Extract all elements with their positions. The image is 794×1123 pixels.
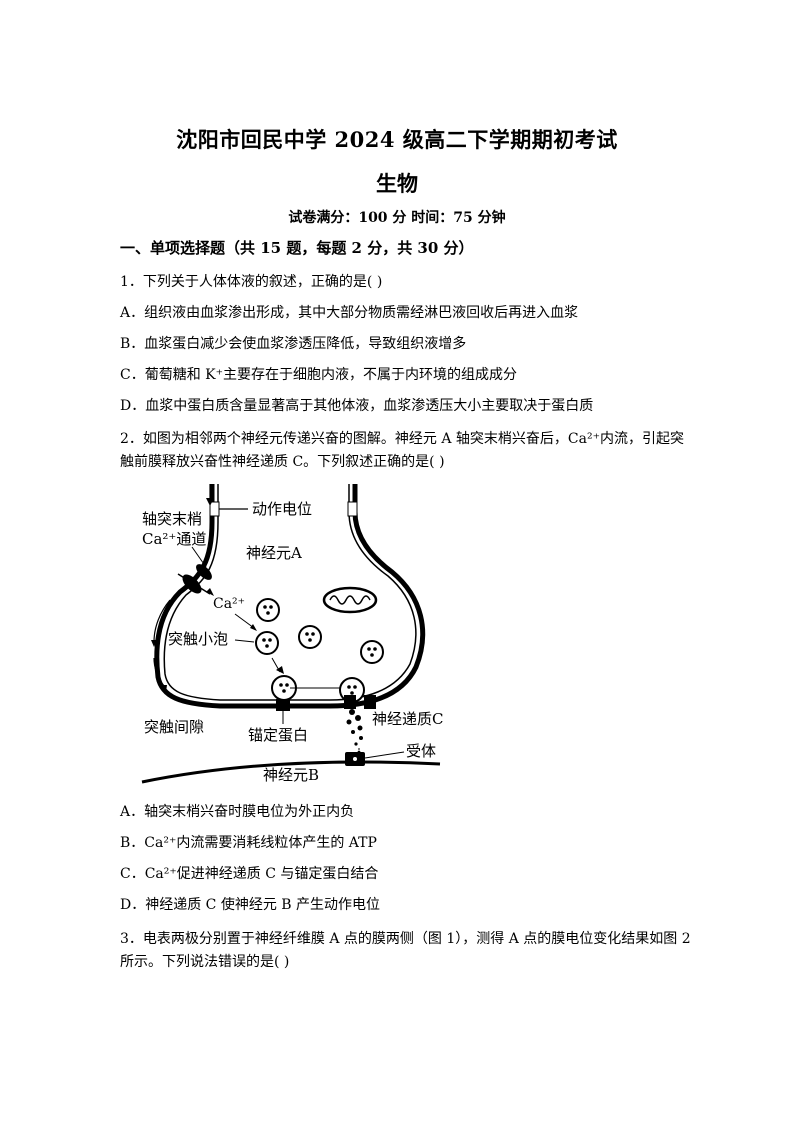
q1-option-c: C．葡萄糖和 K⁺主要存在于细胞内液，不属于内环境的组成成分 (120, 367, 518, 383)
label-neuron-a: 神经元A (246, 544, 302, 562)
transmitter-dots (346, 709, 363, 754)
q2-stem-line2: 触前膜释放兴奋性神经递质 C。下列叙述正确的是( ) (120, 454, 445, 470)
neuron-a-membrane (154, 484, 426, 709)
q2-option-d: D．神经递质 C 使神经元 B 产生动作电位 (120, 897, 381, 913)
q3-stem-line2: 所示。下列说法错误的是( ) (120, 954, 290, 970)
label-anchor-protein: 锚定蛋白 (248, 726, 308, 744)
label-ca-ion: Ca²⁺ (213, 596, 245, 612)
label-vesicle: 突触小泡 (168, 630, 228, 648)
q3-stem-line1: 3．电表两极分别置于神经纤维膜 A 点的膜两侧（图 1），测得 A 点的膜电位变… (120, 931, 691, 947)
q1-stem: 1．下列关于人体体液的叙述，正确的是( ) (120, 274, 383, 290)
exam-meta: 试卷满分：100 分 时间：75 分钟 (288, 210, 506, 226)
label-transmitter: 神经递质C (372, 710, 443, 728)
q1-option-a: A．组织液由血浆渗出形成，其中大部分物质需经淋巴液回收后再进入血浆 (120, 305, 579, 321)
label-ca-channel: Ca²⁺通道 (142, 530, 206, 548)
label-receptor: 受体 (406, 742, 436, 760)
q1-option-b: B．血浆蛋白减少会使血浆渗透压降低，导致组织液增多 (120, 336, 467, 352)
q2-option-c: C．Ca²⁺促进神经递质 C 与锚定蛋白结合 (120, 866, 379, 882)
label-neuron-b: 神经元B (263, 766, 319, 784)
q1-option-d: D．血浆中蛋白质含量显著高于其他体液，血浆渗透压大小主要取决于蛋白质 (120, 398, 594, 414)
synapse-diagram: 动作电位 轴突末梢 Ca²⁺通道 Ca²⁺ 神经元A 突触小泡 (141, 484, 443, 784)
section-heading: 一、单项选择题（共 15 题，每题 2 分，共 30 分） (120, 239, 474, 257)
label-axon-terminal: 轴突末梢 (142, 510, 202, 528)
exam-subject: 生物 (376, 171, 418, 196)
q2-option-b: B．Ca²⁺内流需要消耗线粒体产生的 ATP (120, 835, 377, 851)
neuron-b-membrane (141, 760, 441, 784)
mitochondrion-icon (322, 586, 378, 614)
q2-option-a: A．轴突末梢兴奋时膜电位为外正内负 (120, 804, 355, 820)
synaptic-vesicles (255, 598, 384, 703)
q2-stem-line1: 2．如图为相邻两个神经元传递兴奋的图解。神经元 A 轴突末梢兴奋后，Ca²⁺内流… (120, 431, 684, 447)
exam-title: 沈阳市回民中学 2024 级高二下学期期初考试 (176, 127, 618, 152)
label-cleft: 突触间隙 (144, 718, 204, 736)
label-action-potential: 动作电位 (252, 500, 312, 518)
